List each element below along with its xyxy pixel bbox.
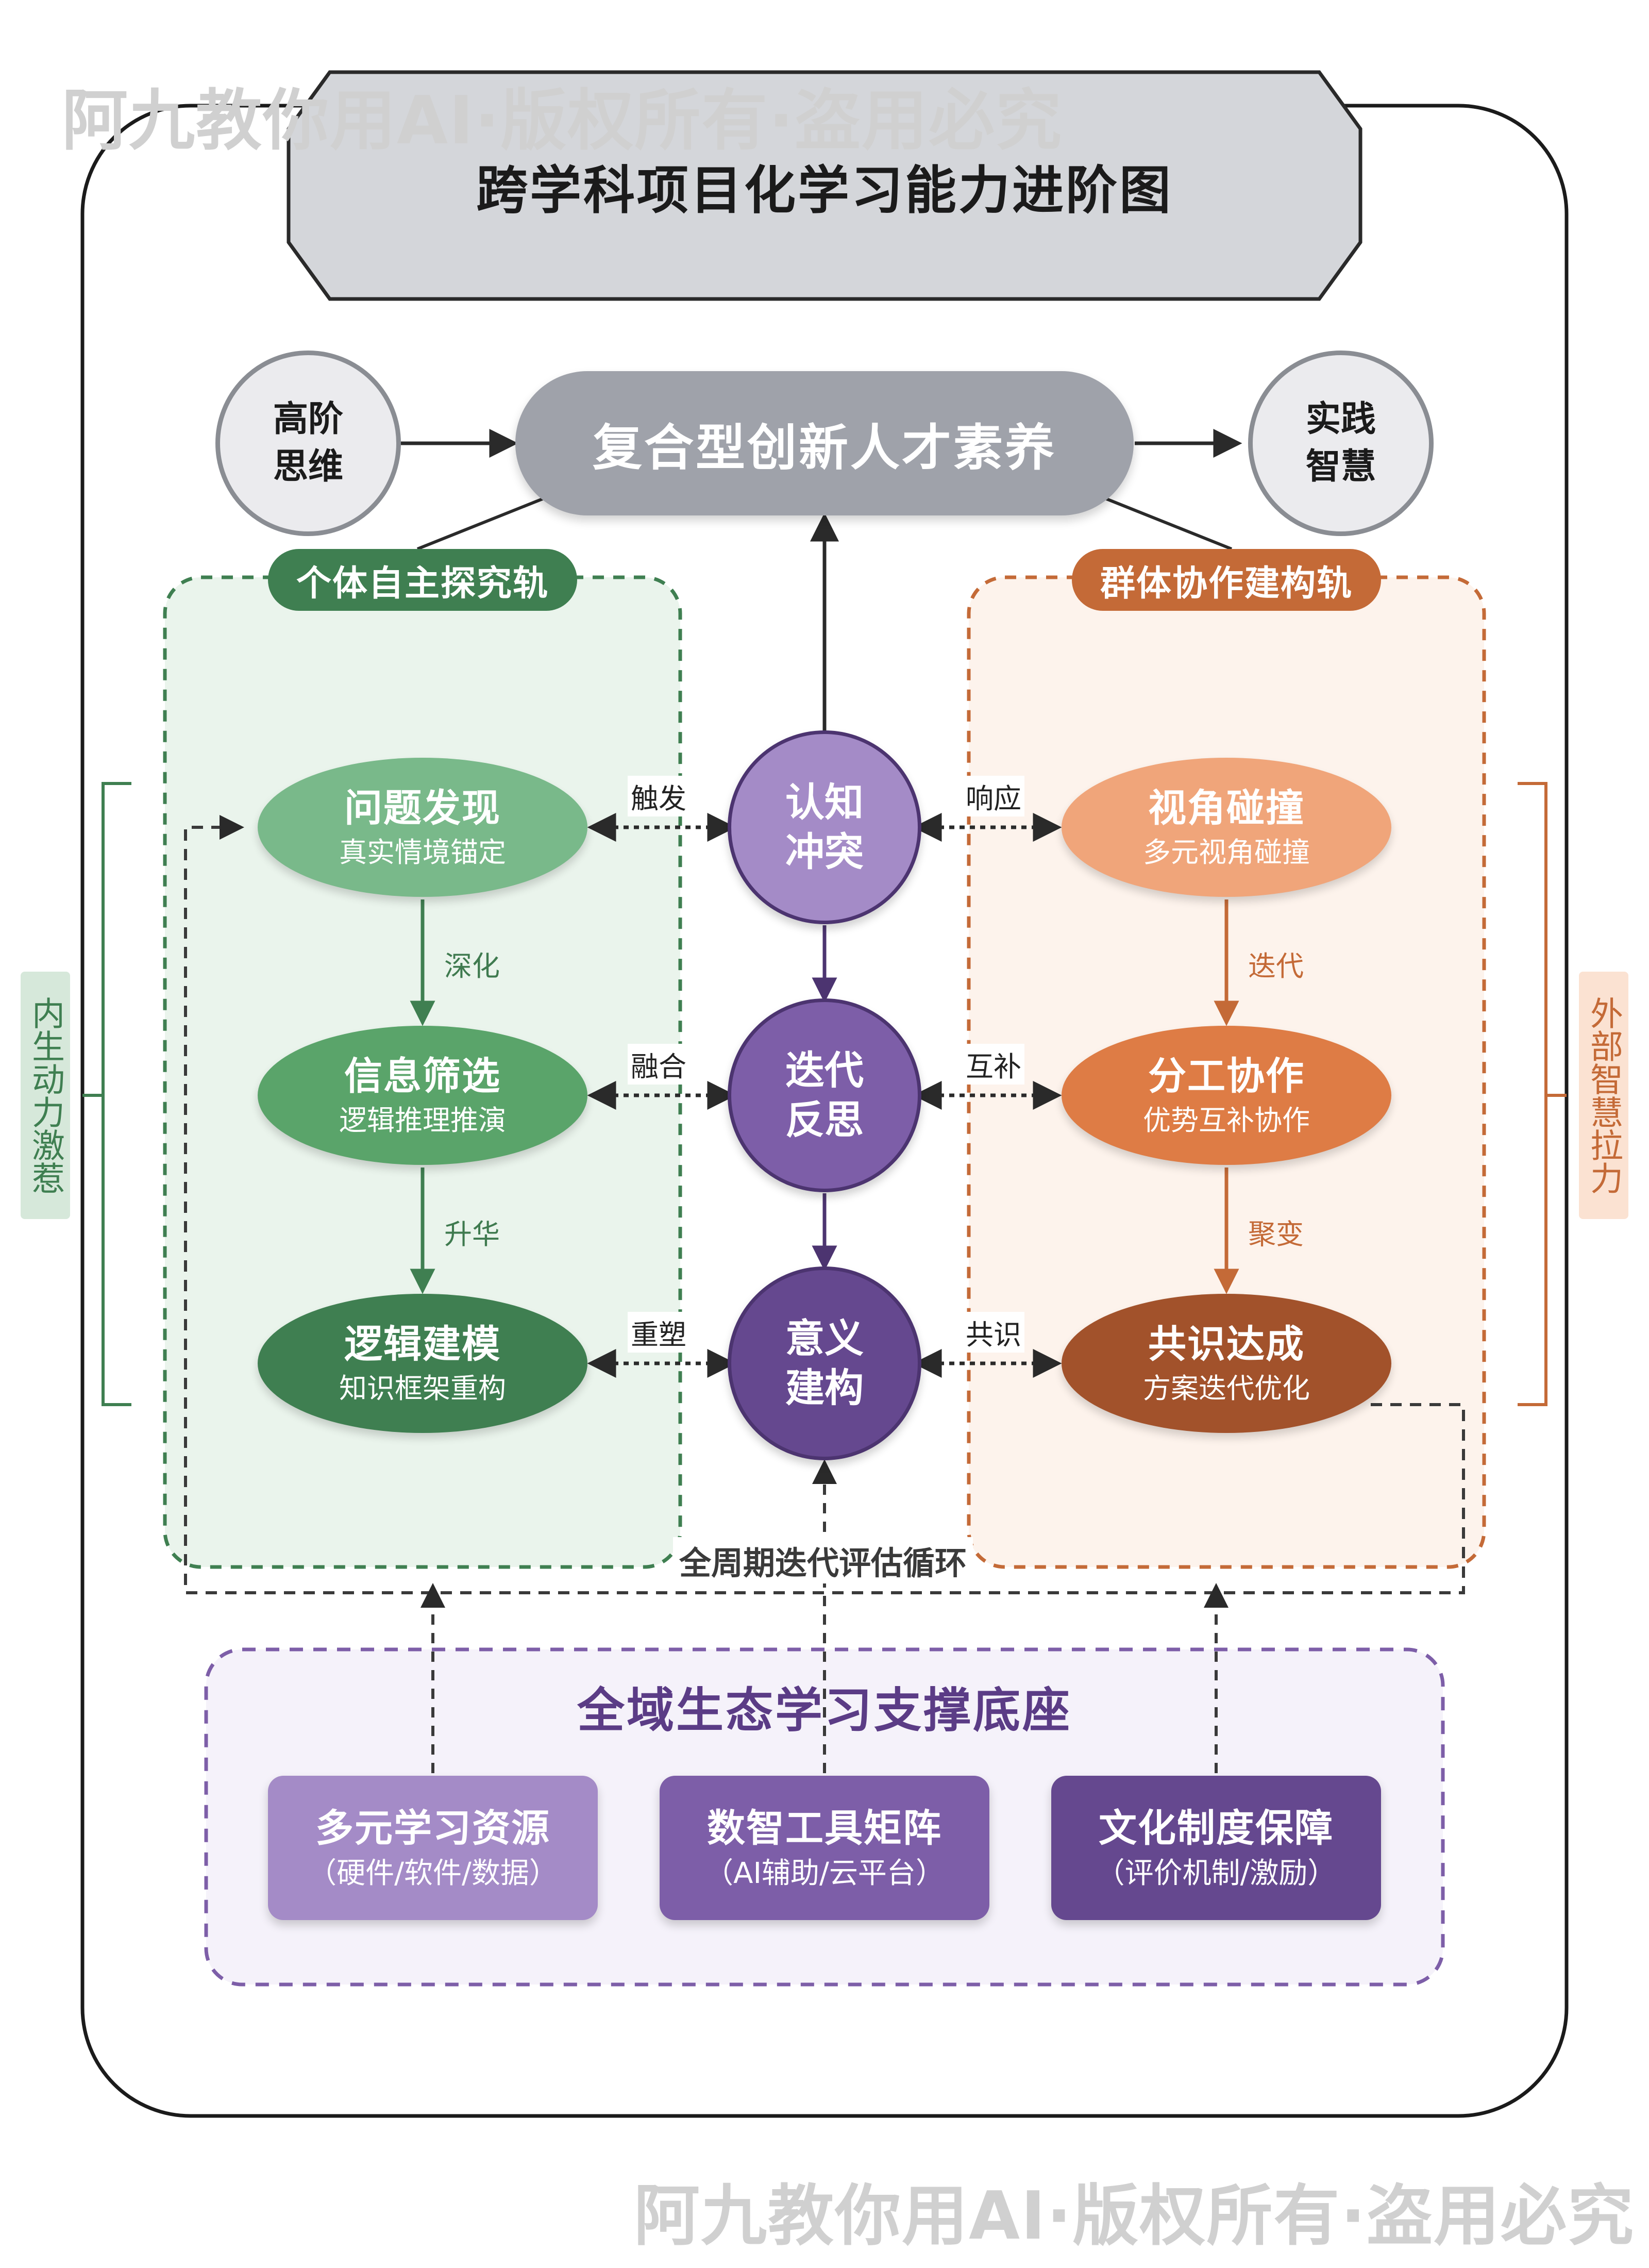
node-title: 分工协作 — [1148, 1054, 1305, 1098]
node-subtitle: 方案迭代优化 — [1143, 1372, 1310, 1405]
node-title: 意义 — [785, 1315, 864, 1361]
node-title: 建构 — [785, 1365, 864, 1411]
left-track-label: 个体自主探究轨 — [268, 549, 577, 611]
support-box-title: 数智工具矩阵 — [707, 1806, 942, 1850]
support-box-resources: 多元学习资源 （硬件/软件/数据） — [268, 1776, 598, 1920]
title-banner — [287, 70, 1362, 301]
node-title: 信息筛选 — [344, 1054, 501, 1098]
node-title: 逻辑建模 — [344, 1322, 501, 1366]
node-perspective-collision: 视角碰撞 多元视角碰撞 — [1062, 758, 1391, 897]
flow-label-fusion: 聚变 — [1248, 1218, 1304, 1250]
link-label-consensus: 共识 — [963, 1312, 1024, 1353]
flow-label-sublimate: 升华 — [444, 1218, 500, 1250]
watermark-bottom: 阿九教你用AI·版权所有·盗用必究 — [634, 2178, 1635, 2255]
support-box-subtitle: （评价机制/激励） — [1096, 1857, 1337, 1890]
practical-wisdom-circle: 实践 智慧 — [1248, 351, 1434, 536]
left-bracket — [82, 782, 131, 1406]
watermark-top: 阿九教你用AI·版权所有·盗用必究 — [62, 82, 1063, 159]
right-bracket — [1518, 782, 1567, 1406]
flow-label-iterate: 迭代 — [1248, 950, 1304, 982]
node-meaning-construction: 意义 建构 — [728, 1266, 921, 1460]
node-subtitle: 优势互补协作 — [1143, 1104, 1310, 1137]
node-title: 问题发现 — [344, 786, 501, 830]
side-label-intrinsic: 内生动力激惹 — [21, 972, 70, 1219]
feedback-loop — [184, 815, 1465, 1594]
link-label-trigger: 触发 — [628, 776, 689, 816]
node-title: 冲突 — [785, 829, 864, 875]
circle-label: 实践 — [1305, 399, 1376, 440]
circle-label: 智慧 — [1305, 446, 1376, 487]
circle-label: 高阶 — [273, 399, 343, 440]
node-subtitle: 知识框架重构 — [339, 1372, 506, 1405]
flow-label-deepen: 深化 — [444, 950, 500, 982]
right-track-label: 群体协作建构轨 — [1072, 549, 1381, 611]
support-title: 全域生态学习支撑底座 — [577, 1682, 1072, 1738]
node-iterative-reflection: 迭代 反思 — [728, 998, 921, 1192]
side-label-external: 外部智慧拉力 — [1579, 972, 1628, 1219]
support-box-culture: 文化制度保障 （评价机制/激励） — [1051, 1776, 1381, 1920]
cycle-label: 全周期迭代评估循环 — [673, 1537, 973, 1583]
node-title: 认知 — [785, 779, 864, 825]
node-title: 反思 — [785, 1097, 864, 1143]
support-box-title: 文化制度保障 — [1099, 1806, 1334, 1850]
page-title: 跨学科项目化学习能力进阶图 — [476, 160, 1173, 221]
support-box-title: 多元学习资源 — [315, 1806, 550, 1850]
node-consensus-reached: 共识达成 方案迭代优化 — [1062, 1294, 1391, 1433]
node-title: 视角碰撞 — [1148, 786, 1305, 830]
node-subtitle: 多元视角碰撞 — [1143, 836, 1310, 869]
node-information-filtering: 信息筛选 逻辑推理推演 — [258, 1026, 587, 1165]
link-label-fuse: 融合 — [628, 1044, 689, 1085]
link-label-reshape: 重塑 — [628, 1312, 689, 1353]
node-title: 迭代 — [785, 1047, 864, 1093]
link-label-complement: 互补 — [963, 1044, 1024, 1085]
link-label-respond: 响应 — [963, 776, 1024, 816]
support-box-subtitle: （硬件/软件/数据） — [308, 1857, 558, 1890]
support-box-tools: 数智工具矩阵 （AI辅助/云平台） — [660, 1776, 989, 1920]
goal-node: 复合型创新人才素养 — [515, 371, 1134, 515]
node-problem-discovery: 问题发现 真实情境锚定 — [258, 758, 587, 897]
circle-label: 思维 — [273, 446, 343, 487]
node-subtitle: 逻辑推理推演 — [339, 1104, 506, 1137]
support-box-subtitle: （AI辅助/云平台） — [704, 1857, 945, 1890]
node-cognitive-conflict: 认知 冲突 — [728, 730, 921, 924]
node-division-collaboration: 分工协作 优势互补协作 — [1062, 1026, 1391, 1165]
higher-order-thinking-circle: 高阶 思维 — [215, 351, 401, 536]
node-logic-modeling: 逻辑建模 知识框架重构 — [258, 1294, 587, 1433]
node-title: 共识达成 — [1148, 1322, 1305, 1366]
node-subtitle: 真实情境锚定 — [339, 836, 506, 869]
